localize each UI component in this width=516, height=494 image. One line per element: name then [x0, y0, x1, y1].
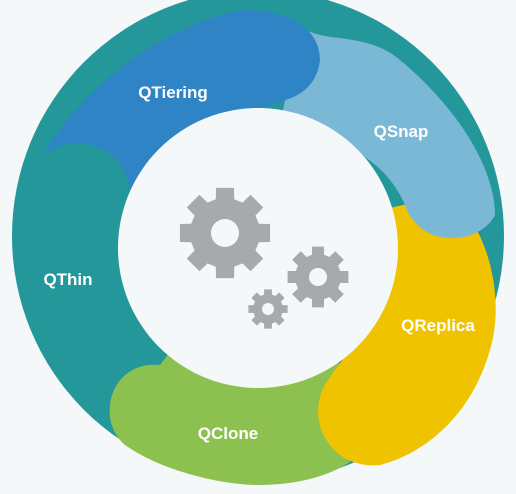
label-qclone: QClone: [198, 424, 258, 443]
segment-qsnap: [258, 25, 495, 239]
label-qtiering: QTiering: [138, 83, 208, 102]
label-qsnap: QSnap: [374, 122, 429, 141]
gear-large-hole: [211, 219, 239, 247]
center-hub: [118, 108, 398, 388]
label-qthin: QThin: [43, 270, 92, 289]
gear-small-hole: [262, 303, 274, 315]
segment-qthin-bubble: [26, 143, 130, 247]
gears-icon: [179, 187, 349, 329]
gear-medium-hole: [309, 268, 327, 286]
label-qreplica: QReplica: [401, 316, 475, 335]
